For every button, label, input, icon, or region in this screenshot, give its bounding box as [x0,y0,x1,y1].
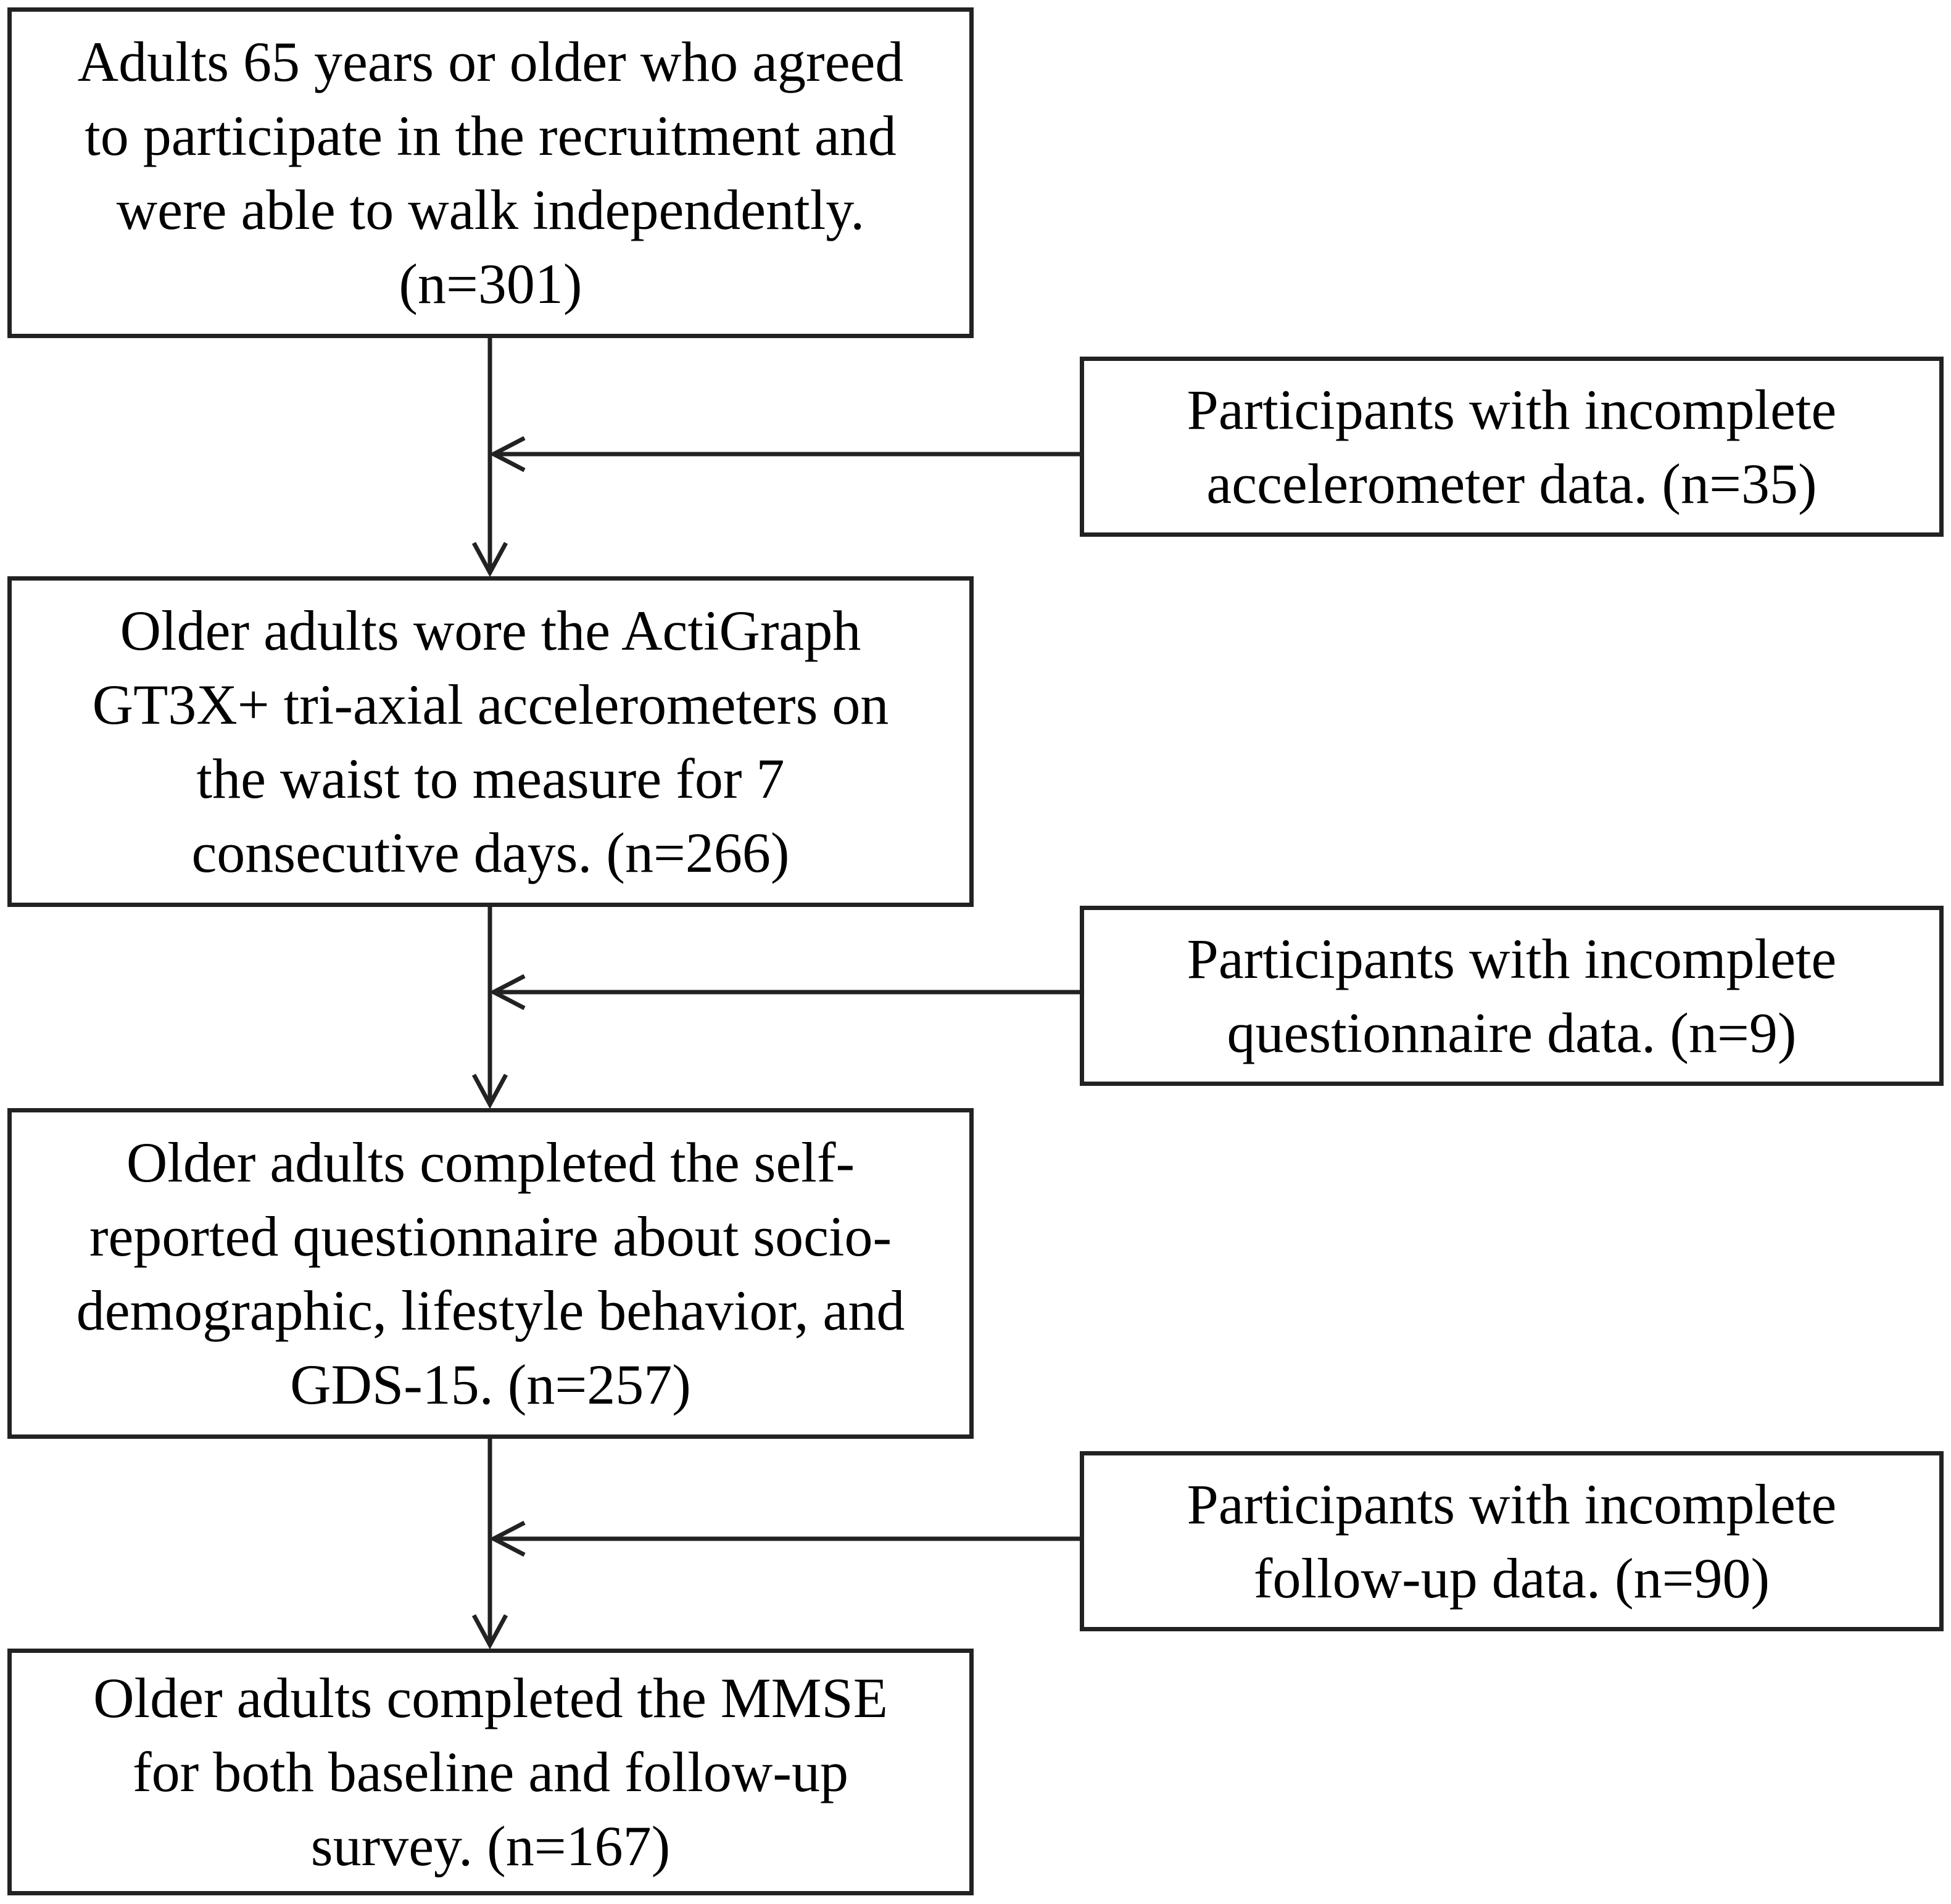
exclusion-arrowhead-1 [489,436,526,473]
stage-box-recruitment: Adults 65 years or older who agreed to p… [7,7,974,338]
exclusion-text-questionnaire: Participants with incomplete questionnai… [1187,927,1837,1064]
exclusion-arrowhead-3 [489,1520,526,1557]
stage-box-mmse: Older adults completed the MMSE for both… [7,1649,974,1895]
exclusion-box-questionnaire: Participants with incomplete questionnai… [1080,906,1944,1086]
exclusion-text-accelerometer: Participants with incomplete acceleromet… [1187,378,1837,515]
stage-text-mmse: Older adults completed the MMSE for both… [93,1666,888,1877]
exclusion-text-follow-up: Participants with incomplete follow-up d… [1187,1473,1837,1610]
stage-text-accelerometer: Older adults wore the ActiGraph GT3X+ tr… [92,599,889,884]
stage-box-accelerometer: Older adults wore the ActiGraph GT3X+ tr… [7,576,974,907]
stage-text-recruitment: Adults 65 years or older who agreed to p… [77,30,904,315]
exclusion-box-accelerometer: Participants with incomplete acceleromet… [1080,357,1944,537]
flow-arrowhead-1-to-2 [471,542,508,577]
exclusion-box-follow-up: Participants with incomplete follow-up d… [1080,1451,1944,1631]
flow-arrowhead-3-to-4 [471,1614,508,1650]
exclusion-arrowhead-2 [489,974,526,1011]
stage-box-questionnaire: Older adults completed the self- reporte… [7,1108,974,1439]
flow-arrowhead-2-to-3 [471,1074,508,1109]
stage-text-questionnaire: Older adults completed the self- reporte… [76,1131,905,1416]
